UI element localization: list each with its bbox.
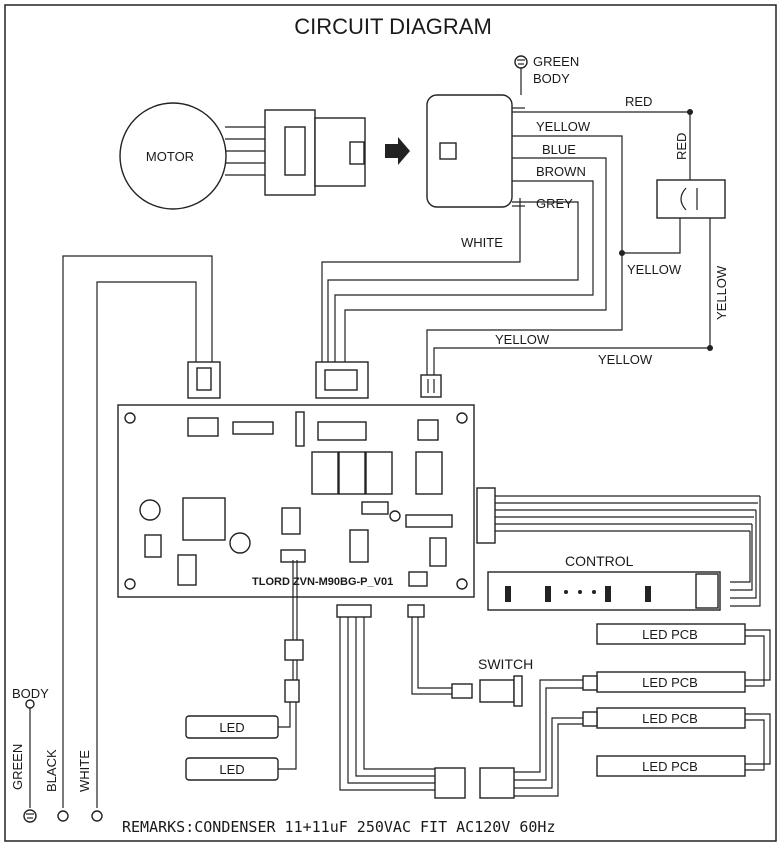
ground-icon (514, 55, 528, 69)
control-panel (487, 571, 721, 611)
led-pcb-1-label: LED PCB (642, 627, 698, 642)
motor-label: MOTOR (146, 149, 194, 164)
wire-label-blue: BLUE (542, 142, 576, 157)
motor-connector (225, 109, 366, 196)
ground-top-green: GREEN (533, 54, 579, 69)
remarks: REMARKS:CONDENSER 11+11uF 250VAC FIT AC1… (122, 818, 555, 836)
led-1: LED (185, 715, 279, 739)
wire-label-yellow-a: YELLOW (536, 119, 591, 134)
wire-label-brown: BROWN (536, 164, 586, 179)
wire-label-red: RED (625, 94, 652, 109)
wire-label-red-side: RED (674, 133, 689, 160)
led-pcb-3: LED PCB (596, 707, 746, 729)
led-pcb-3-label: LED PCB (642, 711, 698, 726)
ribbon-connector (476, 487, 761, 607)
wire-label-yellow-d: YELLOW (598, 352, 653, 367)
wire-label-white: WHITE (461, 235, 503, 250)
power-lead-green: GREEN (10, 744, 25, 790)
power-lead-body: BODY (12, 686, 49, 701)
wire-label-grey: GREY (536, 196, 573, 211)
board-connector-left (187, 361, 221, 399)
led-pcb-4-label: LED PCB (642, 759, 698, 774)
page-frame (4, 4, 777, 842)
motor: MOTOR (119, 102, 227, 210)
led-2: LED (185, 757, 279, 781)
wire-label-yellow-vertical: YELLOW (714, 265, 729, 320)
power-lead-black: BLACK (44, 749, 59, 792)
board-connector-right (420, 374, 442, 398)
led-pcb-2-label: LED PCB (642, 675, 698, 690)
board-connector-middle (315, 361, 369, 399)
main-board: TLORD ZVN-M90BG-P_V01 (117, 404, 475, 598)
switch-label: SWITCH (478, 656, 533, 672)
control-label: CONTROL (565, 553, 634, 569)
led-pcb-2: LED PCB (596, 671, 746, 693)
top-connector (426, 94, 525, 208)
led-pcb-1: LED PCB (596, 623, 746, 645)
wire-label-yellow-c: YELLOW (495, 332, 550, 347)
led-2-label: LED (219, 762, 244, 777)
led-1-label: LED (219, 720, 244, 735)
power-lead-white: WHITE (77, 750, 92, 792)
ground-top-body: BODY (533, 71, 570, 86)
switch (451, 675, 523, 707)
page-title: CIRCUIT DIAGRAM (294, 14, 492, 39)
arrow-icon (385, 137, 410, 165)
board-label: TLORD ZVN-M90BG-P_V01 (252, 576, 393, 588)
wire-label-yellow-b: YELLOW (627, 262, 682, 277)
capacitor (656, 179, 726, 219)
led-pcb-4: LED PCB (596, 755, 746, 777)
ground-icon-bottom (23, 809, 37, 823)
